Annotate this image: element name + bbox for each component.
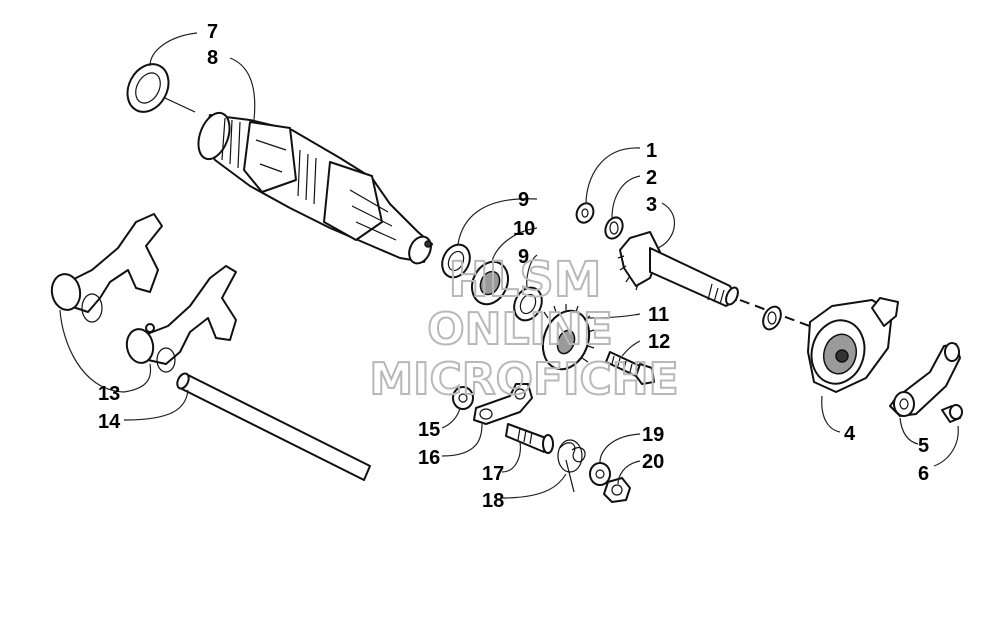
part-fork-shaft-14 <box>176 372 371 481</box>
callout-12: 12 <box>648 331 670 353</box>
axis-line <box>739 299 821 331</box>
leader-8 <box>229 57 256 121</box>
part-bolt-6 <box>941 404 963 423</box>
part-seal <box>762 305 782 331</box>
callout-18: 18 <box>482 490 504 512</box>
leader-lines <box>59 32 959 499</box>
watermark-line-3: MICROFICHE <box>369 354 678 405</box>
part-shift-fork-13b <box>125 265 237 373</box>
callout-14: 14 <box>98 411 121 433</box>
leader-17 <box>501 441 521 473</box>
part-nut-20 <box>603 477 631 503</box>
part-spring-18 <box>557 439 586 493</box>
callout-8: 8 <box>207 47 218 69</box>
leader-19 <box>599 433 641 463</box>
leader-14 <box>123 389 189 421</box>
leader-15 <box>441 407 461 429</box>
leader-7 <box>149 32 198 67</box>
part-bolt-12 <box>605 351 655 385</box>
part-washer-9a <box>441 243 471 279</box>
callout-19: 19 <box>642 424 664 446</box>
callout-17: 17 <box>482 463 504 485</box>
leader-5 <box>899 417 919 445</box>
callout-7: 7 <box>207 21 218 43</box>
leader-2 <box>611 175 641 219</box>
part-shift-drum-8 <box>197 111 433 265</box>
part-washer-1 <box>575 202 595 224</box>
part-washer-7 <box>126 63 196 113</box>
leader-10 <box>491 227 538 263</box>
leader-11 <box>585 313 641 319</box>
watermark: HLSM ONLINE MICROFICHE <box>368 251 679 406</box>
leader-12 <box>621 340 641 357</box>
callout-9-upper: 9 <box>518 189 529 211</box>
callout-1: 1 <box>646 140 657 162</box>
leader-20 <box>617 460 641 485</box>
part-washer-19 <box>589 462 611 486</box>
callout-16: 16 <box>418 447 440 469</box>
watermark-line-1: HLSM <box>448 252 601 308</box>
part-arm-5 <box>889 342 961 417</box>
callout-15: 15 <box>418 419 440 441</box>
leader-18 <box>501 473 567 499</box>
callout-3: 3 <box>646 194 657 216</box>
part-stopper-lever-16 <box>473 383 533 425</box>
callout-9-lower: 9 <box>518 246 529 268</box>
part-clip-2 <box>604 216 624 240</box>
callout-11: 11 <box>648 304 669 326</box>
callout-13: 13 <box>98 383 120 405</box>
leader-9b <box>526 254 538 289</box>
part-washer-9b <box>513 286 543 322</box>
leader-9a <box>457 198 538 245</box>
callout-labels: 7 8 9 10 9 1 2 3 11 12 4 5 6 13 14 15 16… <box>98 21 929 512</box>
callout-6: 6 <box>918 463 929 485</box>
callout-5: 5 <box>918 435 929 457</box>
leader-1 <box>585 147 641 205</box>
leader-13b <box>123 363 152 393</box>
callout-20: 20 <box>642 451 664 473</box>
part-gear-position-sensor-4 <box>807 297 899 393</box>
leader-13a <box>59 309 125 393</box>
callout-4: 4 <box>844 423 856 445</box>
part-shift-shaft-3 <box>617 231 739 307</box>
leader-4 <box>821 395 841 433</box>
part-bolt-17 <box>505 423 554 454</box>
part-spring-washer-10 <box>471 260 509 306</box>
leader-3 <box>657 202 676 249</box>
leader-6 <box>933 425 959 467</box>
watermark-line-2: ONLINE <box>427 304 613 355</box>
part-washer-15 <box>452 386 474 410</box>
leader-16 <box>441 423 483 457</box>
part-gear-11 <box>541 304 595 371</box>
callout-10: 10 <box>513 218 535 240</box>
part-shift-fork-13a <box>50 213 163 323</box>
callout-2: 2 <box>646 167 657 189</box>
